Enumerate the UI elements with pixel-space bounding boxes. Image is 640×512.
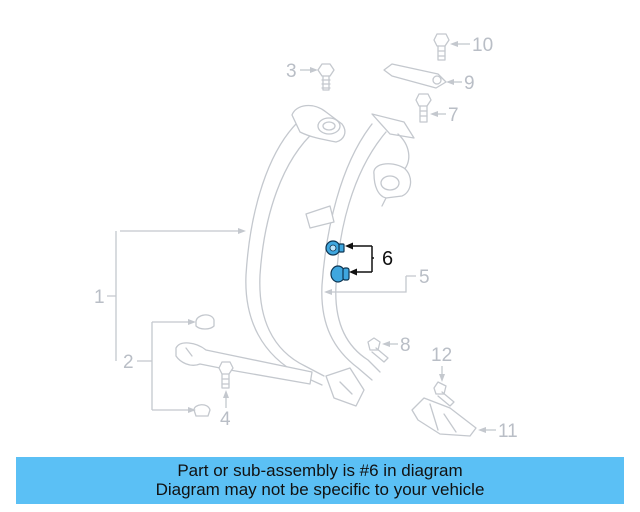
cover-11 <box>411 397 477 437</box>
callout-2: 2 <box>123 352 134 373</box>
seat-belt-assembly-5 <box>305 113 415 407</box>
bracket-9 <box>383 63 447 89</box>
info-banner: Part or sub-assembly is #6 in diagram Di… <box>16 457 624 504</box>
bolt-7 <box>415 93 432 123</box>
parts-diagram: 1 2 3 4 5 6 7 8 9 10 11 12 <box>94 33 518 442</box>
callout-5: 5 <box>419 267 430 288</box>
callout-10: 10 <box>472 35 493 56</box>
callout-11: 11 <box>498 421 518 442</box>
seat-belt-assembly-1 <box>245 104 346 386</box>
callout-1: 1 <box>94 287 105 308</box>
highlighted-part-6[interactable] <box>325 240 374 283</box>
callout-8: 8 <box>400 335 411 356</box>
clip-lower <box>330 265 350 283</box>
callout-6[interactable]: 6 <box>382 248 393 270</box>
callout-7: 7 <box>448 105 459 126</box>
bolt-3 <box>317 63 335 91</box>
seat-belt-buckle-2 <box>175 314 313 417</box>
callout-3: 3 <box>286 61 297 82</box>
banner-disclaimer-line: Diagram may not be specific to your vehi… <box>155 480 485 499</box>
banner-part-line: Part or sub-assembly is #6 in diagram <box>177 461 463 480</box>
bolt-4 <box>218 361 234 389</box>
callout-9: 9 <box>464 73 475 94</box>
bolt-12 <box>433 381 455 407</box>
callout-12: 12 <box>431 345 452 366</box>
callout-labels: 1 2 3 4 5 6 7 8 9 10 11 12 <box>94 35 518 442</box>
bolt-8 <box>367 337 389 363</box>
callout-4: 4 <box>220 409 231 430</box>
clip-upper <box>325 240 345 256</box>
leader-lines <box>107 41 496 433</box>
bolt-10 <box>433 33 450 61</box>
